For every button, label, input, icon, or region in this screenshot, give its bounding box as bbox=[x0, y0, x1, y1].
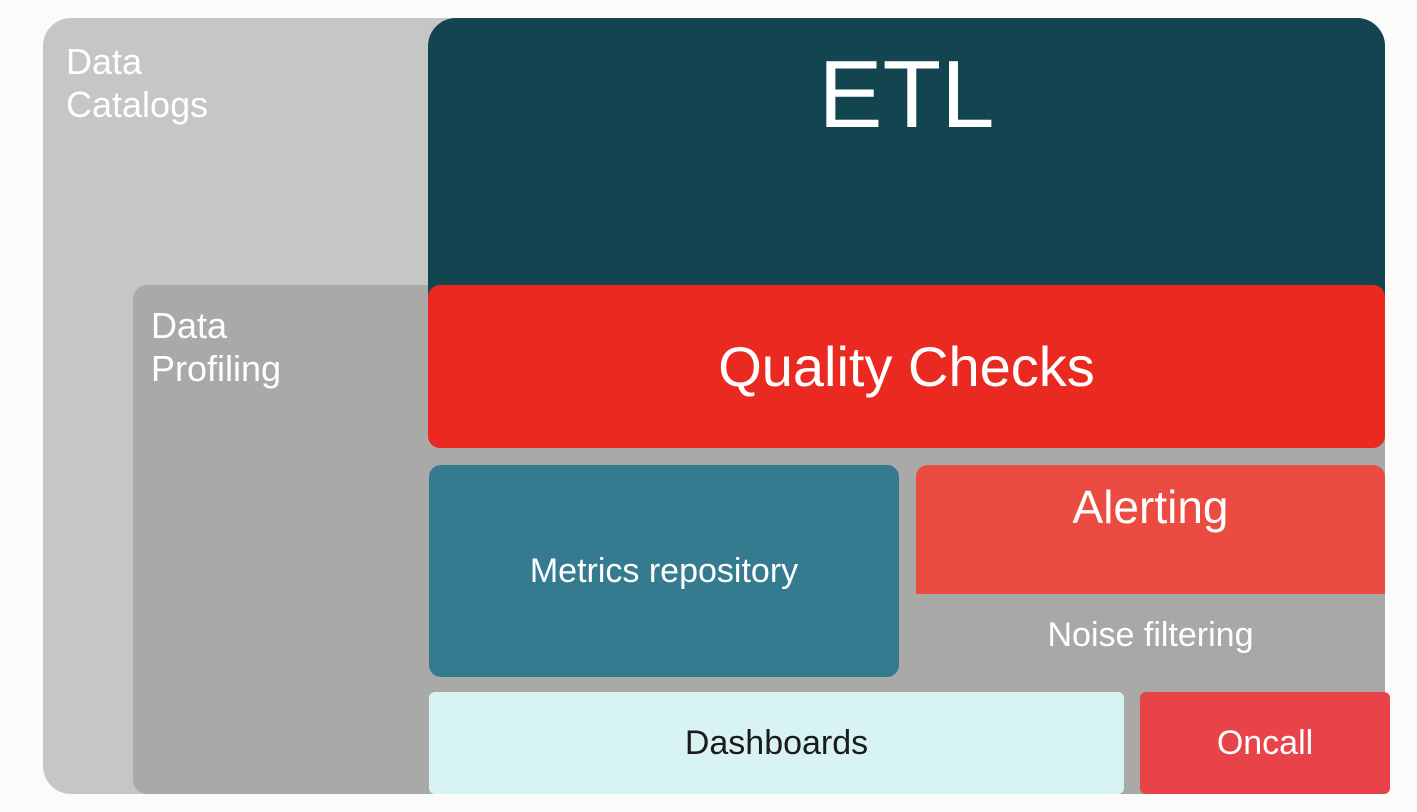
oncall-label: Oncall bbox=[1216, 723, 1314, 762]
noise-filtering-label: Noise filtering bbox=[1047, 616, 1254, 654]
etl-block bbox=[428, 18, 1385, 308]
oncall-block: Oncall bbox=[1140, 692, 1390, 794]
data-profiling-label: Data Profiling bbox=[151, 305, 282, 390]
metrics-repository-block: Metrics repository bbox=[429, 465, 899, 677]
quality-checks-block: Quality Checks bbox=[428, 285, 1385, 448]
quality-checks-label: Quality Checks bbox=[718, 335, 1095, 398]
metrics-repository-label: Metrics repository bbox=[529, 551, 799, 590]
dashboards-label: Dashboards bbox=[684, 723, 869, 762]
etl-label: ETL bbox=[818, 41, 995, 148]
alerting-label: Alerting bbox=[1072, 481, 1229, 533]
data-catalogs-label: Data Catalogs bbox=[66, 41, 209, 126]
dashboards-block: Dashboards bbox=[429, 692, 1124, 794]
noise-filtering-block: Noise filtering bbox=[916, 594, 1385, 677]
alerting-block bbox=[916, 465, 1385, 603]
